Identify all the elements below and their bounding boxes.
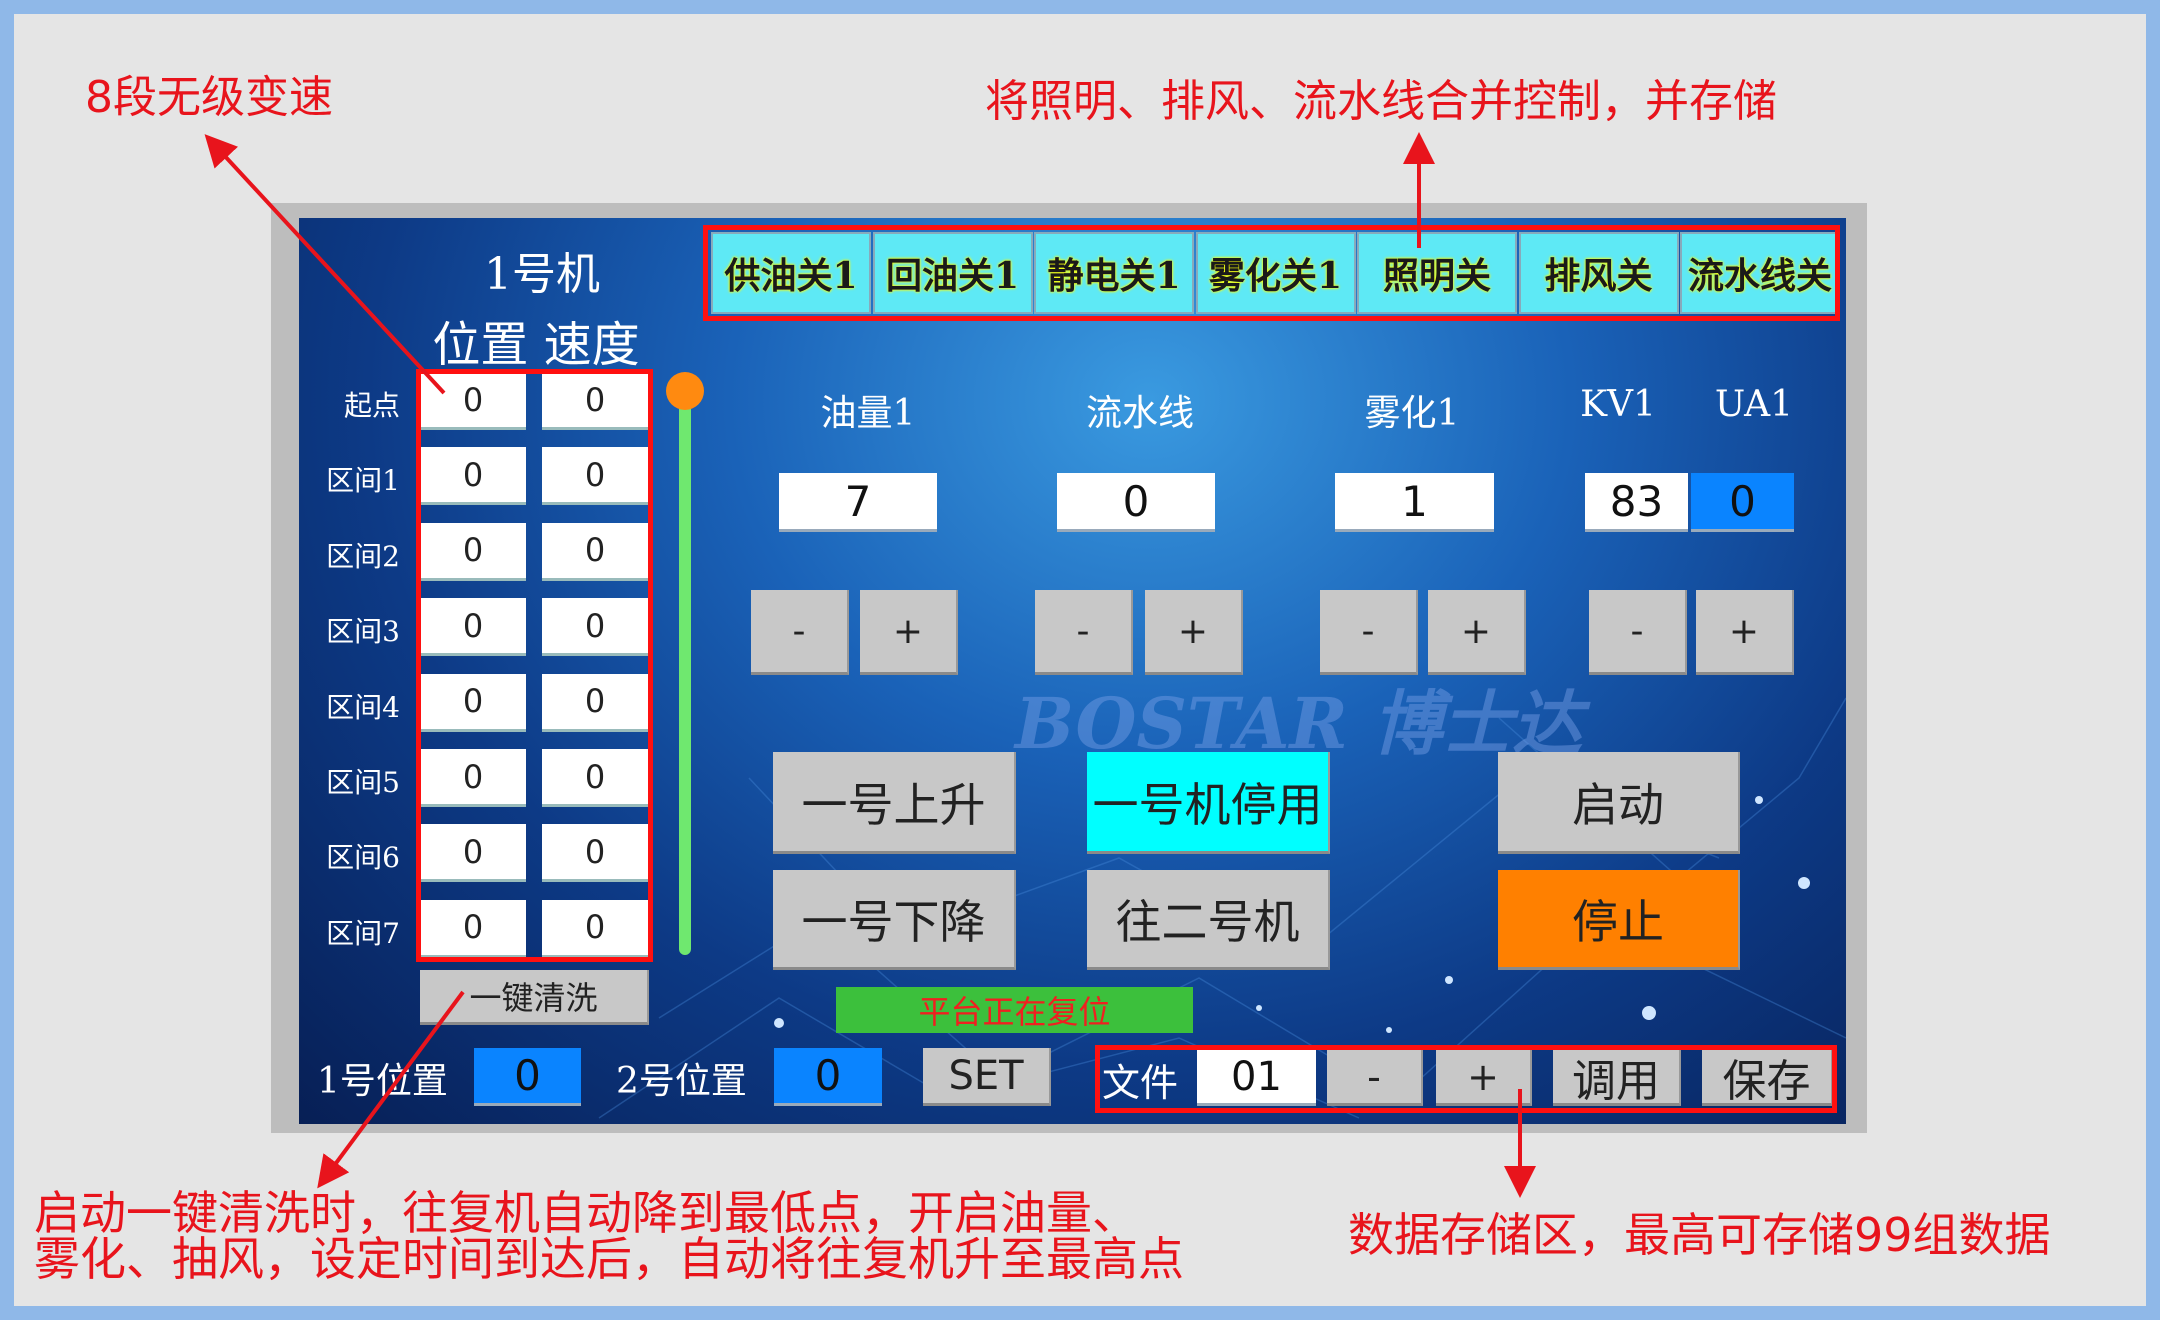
param-value-input[interactable]: 7 <box>779 473 937 532</box>
go-machine2-button[interactable]: 往二号机 <box>1087 870 1330 970</box>
row-label: 区间3 <box>326 615 400 649</box>
param-value-input[interactable]: 83 <box>1585 473 1688 532</box>
speed-slider-track[interactable] <box>679 393 691 955</box>
position-input[interactable]: 0 <box>420 522 526 581</box>
row-label: 区间7 <box>326 916 400 950</box>
column-headers: 位置 速度 <box>432 317 640 373</box>
set-button[interactable]: SET <box>923 1048 1051 1106</box>
file-increment-button[interactable]: + <box>1436 1050 1532 1106</box>
toggle-button-1[interactable]: 回油关1 <box>872 232 1033 314</box>
decrement-button-0[interactable]: - <box>751 590 849 675</box>
speed-slider-knob[interactable] <box>666 372 704 410</box>
position-input[interactable]: 0 <box>420 749 526 807</box>
one-key-clean-button[interactable]: 一键清洗 <box>420 970 649 1025</box>
increment-button-0[interactable]: + <box>860 590 958 675</box>
watermark-logo: BOSTAR 博士达 <box>1015 682 1583 765</box>
param-value-input[interactable]: 0 <box>1057 473 1215 532</box>
file-label: 文件 <box>1102 1061 1179 1105</box>
position1-input[interactable]: 0 <box>474 1048 581 1106</box>
increment-button-3[interactable]: + <box>1696 590 1794 675</box>
highlight-box-top <box>703 225 1840 321</box>
position1-label: 1号位置 <box>317 1061 448 1102</box>
param-value-input[interactable]: 1 <box>1335 473 1494 532</box>
stop-button[interactable]: 停止 <box>1498 870 1740 970</box>
toggle-button-6[interactable]: 流水线关 <box>1680 232 1840 314</box>
row-label: 起点 <box>343 389 400 422</box>
start-button[interactable]: 启动 <box>1498 752 1740 854</box>
param-value-input[interactable]: 0 <box>1691 473 1794 532</box>
toggle-button-2[interactable]: 静电关1 <box>1034 232 1194 314</box>
speed-input[interactable]: 0 <box>542 824 648 883</box>
speed-input[interactable]: 0 <box>542 522 648 581</box>
file-number-input[interactable]: 01 <box>1197 1050 1316 1106</box>
position-input[interactable]: 0 <box>420 447 526 506</box>
annotation-clean-1: 启动一键清洗时，往复机自动降到最低点，开启油量、 <box>34 1186 1138 1240</box>
machine-title: 1号机 <box>484 249 600 300</box>
highlight-box-storage <box>1095 1045 1837 1113</box>
toggle-button-5[interactable]: 排风关 <box>1518 232 1679 314</box>
toggle-button-3[interactable]: 雾化关1 <box>1195 232 1356 314</box>
decrement-button-2[interactable]: - <box>1320 590 1418 675</box>
speed-input[interactable]: 0 <box>542 447 648 506</box>
speed-input[interactable]: 0 <box>542 372 648 430</box>
annotation-speed: 8段无级变速 <box>85 72 333 123</box>
param-label: 流水线 <box>1085 393 1195 434</box>
row-label: 区间6 <box>326 841 400 875</box>
row-label: 区间5 <box>326 766 400 799</box>
machine1-down-button[interactable]: 一号下降 <box>773 870 1016 970</box>
position-input[interactable]: 0 <box>420 598 526 657</box>
annotation-clean-2: 雾化、抽风，设定时间到达后，自动将往复机升至最高点 <box>34 1232 1184 1286</box>
position-input[interactable]: 0 <box>420 899 526 958</box>
param-label: 油量1 <box>820 393 916 434</box>
param-label: 雾化1 <box>1364 393 1460 434</box>
row-label: 区间4 <box>326 690 400 724</box>
machine1-disable-button[interactable]: 一号机停用 <box>1087 752 1330 854</box>
position-input[interactable]: 0 <box>420 372 526 430</box>
annotation-combine: 将照明、排风、流水线合并控制，并存储 <box>985 76 1777 127</box>
toggle-button-0[interactable]: 供油关1 <box>711 232 871 314</box>
row-label: 区间2 <box>326 539 400 573</box>
speed-input[interactable]: 0 <box>542 673 648 732</box>
param-label: KV1 <box>1580 384 1656 425</box>
position-input[interactable]: 0 <box>420 824 526 883</box>
increment-button-1[interactable]: + <box>1145 590 1243 675</box>
load-button[interactable]: 调用 <box>1553 1050 1681 1107</box>
position2-input[interactable]: 0 <box>774 1048 882 1106</box>
toggle-button-4[interactable]: 照明关 <box>1357 232 1517 314</box>
status-indicator: 平台正在复位 <box>836 987 1193 1033</box>
speed-input[interactable]: 0 <box>542 899 648 958</box>
machine1-up-button[interactable]: 一号上升 <box>773 752 1016 854</box>
highlight-box-table <box>416 369 653 962</box>
annotation-storage: 数据存储区，最高可存储99组数据 <box>1348 1208 2051 1262</box>
increment-button-2[interactable]: + <box>1428 590 1526 675</box>
file-decrement-button[interactable]: - <box>1327 1050 1423 1106</box>
decrement-button-1[interactable]: - <box>1035 590 1133 675</box>
param-label: UA1 <box>1714 384 1794 425</box>
speed-input[interactable]: 0 <box>542 749 648 807</box>
row-label: 区间1 <box>326 464 400 498</box>
position2-label: 2号位置 <box>616 1061 747 1102</box>
decrement-button-3[interactable]: - <box>1589 590 1687 675</box>
position-input[interactable]: 0 <box>420 673 526 732</box>
speed-input[interactable]: 0 <box>542 598 648 657</box>
